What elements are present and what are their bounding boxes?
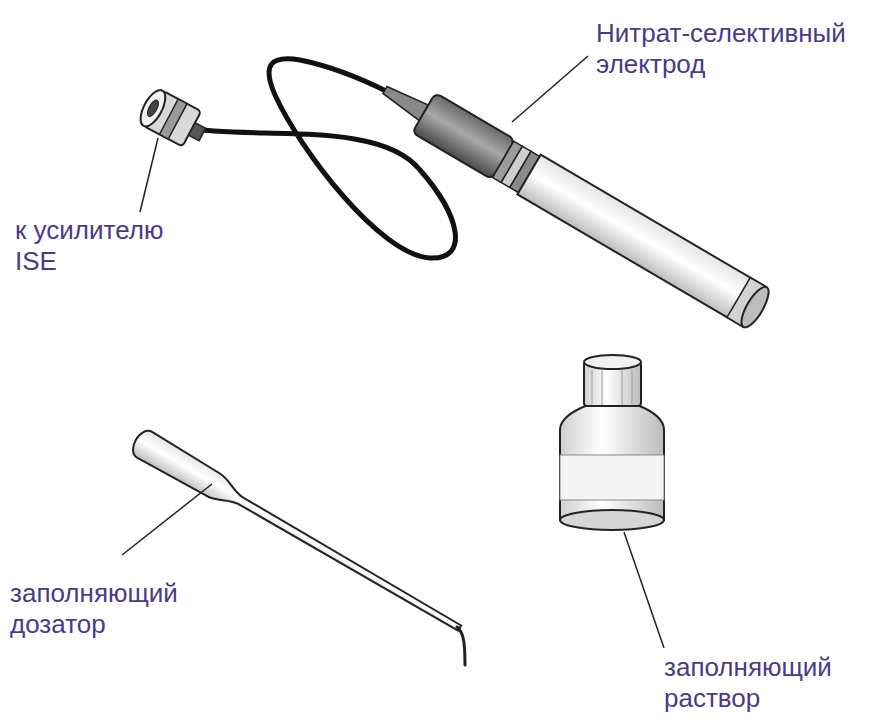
nitrate-electrode <box>373 70 773 331</box>
filling-solution-bottle <box>560 355 664 530</box>
filling-dispenser <box>128 427 467 665</box>
part-label: заполняющий дозатор <box>10 578 230 640</box>
leader-lines <box>122 56 664 648</box>
part-label: заполняющий раствор <box>664 652 876 714</box>
bnc-connector <box>136 86 212 152</box>
electrode-cable <box>186 59 455 258</box>
part-label: Нитрат-селективный электрод <box>596 18 880 80</box>
part-label: к усилителю ISE <box>15 215 205 277</box>
